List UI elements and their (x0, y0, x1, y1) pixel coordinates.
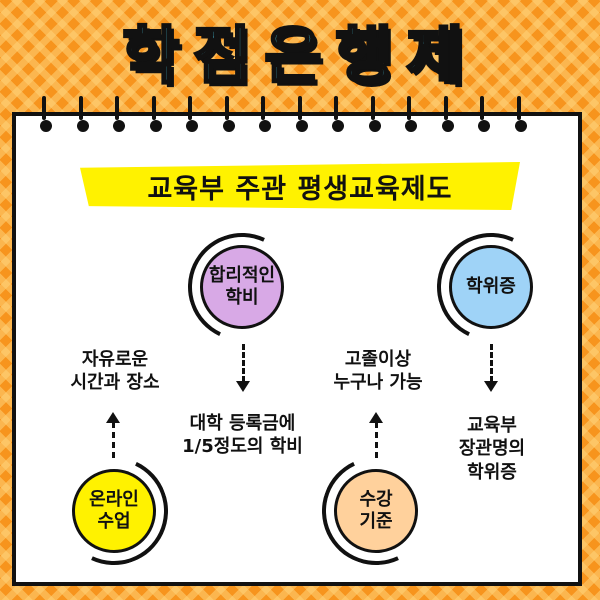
subtitle: 교육부 주관 평생교육제도 (147, 173, 453, 205)
arrow-tuition-down (236, 344, 250, 392)
binding-ring (149, 96, 162, 136)
binding-ring (441, 96, 454, 136)
main-title: 학점은행제 (121, 18, 478, 94)
node-criteria: 수강 기준 (306, 441, 446, 581)
binding-ring (76, 96, 89, 136)
node-online-circle: 온라인 수업 (72, 469, 156, 553)
binding-ring (186, 96, 198, 136)
binding-ring (405, 96, 417, 136)
desc-online: 자유로운 시간과 장소 (70, 349, 160, 394)
binding-ring (295, 96, 308, 136)
binding-ring (332, 96, 344, 136)
node-degree: 학위증 (421, 217, 561, 357)
desc-criteria: 고졸이상 누구나 가능 (333, 349, 423, 394)
node-online: 온라인 수업 (44, 441, 184, 581)
arrow-online-up (106, 412, 120, 458)
node-tuition: 합리적인 학비 (172, 217, 312, 357)
node-degree-circle: 학위증 (449, 245, 533, 329)
node-tuition-circle: 합리적인 학비 (200, 245, 284, 329)
arrow-criteria-up (369, 412, 383, 458)
binding-ring (478, 96, 490, 136)
arrow-degree-down (484, 344, 498, 392)
binding-ring (514, 96, 527, 136)
subtitle-highlight: 교육부 주관 평생교육제도 (80, 162, 520, 210)
title-banner: 학점은행제 (0, 4, 600, 96)
desc-degree: 교육부 장관명의 학위증 (458, 415, 526, 483)
spiral-binding (40, 96, 570, 142)
binding-ring (222, 96, 235, 136)
binding-ring (113, 96, 125, 136)
node-criteria-circle: 수강 기준 (334, 469, 418, 553)
desc-tuition: 대학 등록금에 1/5정도의 학비 (182, 413, 303, 458)
binding-ring (368, 96, 381, 136)
binding-ring (40, 96, 52, 136)
binding-ring (259, 96, 271, 136)
